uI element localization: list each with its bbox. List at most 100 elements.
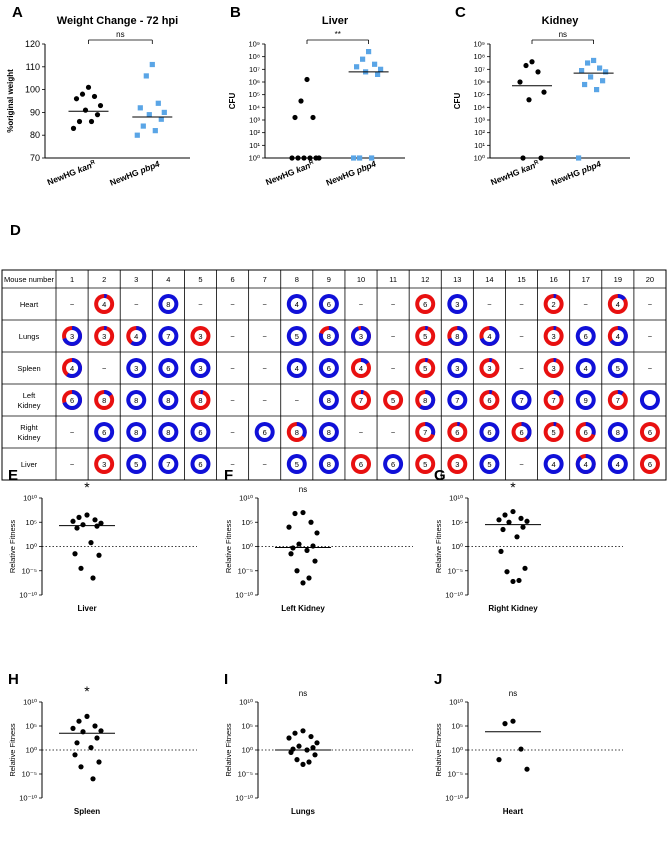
data-point-karR: [307, 155, 313, 161]
mouse-number: 9: [327, 275, 331, 284]
mouse-number: 16: [549, 275, 557, 284]
data-point-pbp4: [351, 155, 357, 161]
sample-count: 7: [616, 396, 620, 405]
y-tick-label: 10⁰: [452, 746, 463, 755]
data-point-karR: [310, 114, 316, 121]
y-tick-label: 10⁰: [249, 154, 260, 163]
mouse-number: 7: [263, 275, 267, 284]
mouse-number: 5: [198, 275, 202, 284]
pie-center: [483, 330, 496, 342]
category-label: NewHG pbp4: [108, 158, 161, 187]
x-axis-label: Lungs: [291, 807, 316, 816]
y-tick-label: 10¹⁰: [239, 494, 253, 503]
pie-center: [194, 458, 207, 470]
sample-count: 4: [616, 460, 620, 469]
y-tick-label: 10⁻¹⁰: [445, 794, 463, 803]
data-point: [80, 522, 86, 528]
data-point: [300, 509, 306, 516]
data-point: [522, 565, 528, 571]
pie-center: [130, 458, 143, 470]
mouse-number: 17: [582, 275, 590, 284]
sample-count: 3: [102, 332, 106, 341]
pie-center: [194, 426, 207, 438]
data-point: [90, 575, 96, 581]
pie-center: [322, 362, 335, 374]
data-point: [94, 735, 100, 741]
data-point-karR: [295, 155, 301, 161]
data-point: [516, 577, 522, 584]
data-point-pbp4: [582, 81, 588, 88]
y-tick-label: 10¹⁰: [449, 698, 463, 707]
data-point-karR: [523, 62, 529, 69]
y-tick-label: 120: [25, 39, 40, 49]
y-tick-label: 10⁵: [474, 90, 485, 99]
sample-count: 4: [584, 460, 588, 469]
pie-center: [451, 426, 464, 438]
data-point: [72, 752, 78, 758]
mouse-number: 13: [453, 275, 461, 284]
y-tick-label: 10⁻⁵: [448, 566, 463, 575]
pie-center: [98, 426, 111, 438]
organ-label: Lungs: [19, 332, 40, 341]
sample-count: 8: [134, 396, 138, 405]
y-tick-label: 10⁵: [452, 518, 463, 527]
sample-count: 9: [584, 396, 588, 405]
category-label: NewHG pbp4: [325, 158, 378, 187]
pie-center: [290, 298, 303, 310]
sample-count: 8: [134, 428, 138, 437]
pie-center: [547, 458, 560, 470]
data-point: [286, 524, 292, 530]
organ-label: Left: [23, 391, 36, 400]
pie-center: [162, 330, 175, 342]
empty-dash: −: [102, 364, 107, 373]
sample-count: 5: [423, 332, 427, 341]
sample-count: 8: [198, 396, 202, 405]
sample-count: 3: [198, 364, 202, 373]
empty-dash: −: [519, 332, 524, 341]
significance-label: ns: [299, 485, 307, 494]
data-point: [520, 524, 526, 530]
pie-center: [579, 458, 592, 470]
pie-center: [98, 394, 111, 406]
pie-center: [483, 362, 496, 374]
pie-center: [419, 362, 432, 374]
sample-count: 3: [455, 364, 459, 373]
data-point: [496, 517, 502, 523]
pie-center: [451, 362, 464, 374]
data-point-karR: [304, 76, 310, 83]
sample-count: 4: [295, 364, 299, 373]
panel-letter: C: [455, 4, 466, 21]
mouse-number: 3: [134, 275, 138, 284]
data-point-pbp4: [603, 69, 609, 75]
y-tick-label: 10¹⁰: [23, 494, 37, 503]
data-point-karR: [301, 155, 307, 161]
empty-dash: −: [198, 300, 203, 309]
y-axis-label: CFU: [228, 93, 237, 110]
sample-count: 6: [584, 332, 588, 341]
data-point: [306, 759, 312, 765]
data-point-karR: [91, 93, 98, 100]
y-tick-label: 10¹⁰: [23, 698, 37, 707]
data-point: [294, 757, 300, 763]
pie-center: [579, 426, 592, 438]
data-point: [70, 518, 76, 524]
pie-center: [98, 298, 111, 310]
pie-center: [322, 394, 335, 406]
mouse-number: 6: [230, 275, 234, 284]
pie-center: [611, 298, 624, 310]
sample-count: 5: [423, 364, 427, 373]
data-point: [294, 568, 300, 574]
pie-center: [162, 362, 175, 374]
y-axis-label: Relative Fitness: [8, 520, 17, 574]
data-point-pbp4: [579, 68, 585, 74]
significance-label: *: [510, 479, 516, 495]
sample-count: 4: [70, 364, 74, 373]
data-point-karR: [85, 84, 92, 90]
sample-count: 3: [552, 332, 556, 341]
y-tick-label: 90: [30, 107, 40, 117]
